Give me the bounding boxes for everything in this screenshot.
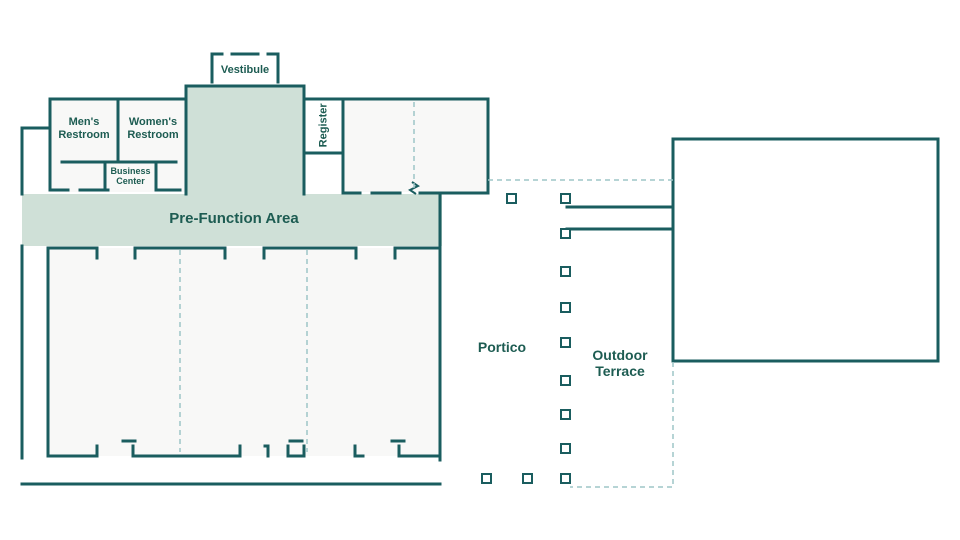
vestibule-label: Vestibule [220, 64, 270, 76]
outdoor-terrace-label: Outdoor Terrace [592, 347, 648, 380]
pre-function-label: Pre-Function Area [169, 210, 299, 227]
pre-function-shade [22, 194, 442, 246]
column [560, 443, 571, 454]
mens-restroom-label: Men's Restroom [58, 116, 110, 141]
column [506, 193, 517, 204]
ballroom-bottom-wall [46, 444, 442, 458]
column [522, 473, 533, 484]
womens-restroom-label: Women's Restroom [127, 116, 179, 141]
column [560, 193, 571, 204]
column [560, 409, 571, 420]
ballroom-floor [48, 248, 440, 456]
vestibule-wall [210, 52, 280, 84]
business-center-label: Business Center [110, 166, 151, 187]
column [560, 473, 571, 484]
column [560, 228, 571, 239]
right-rooms-floor [345, 100, 487, 192]
portico-outline [488, 179, 674, 488]
register-box [302, 98, 345, 195]
column [560, 266, 571, 277]
far-left-wall [20, 126, 50, 196]
connector-walls [565, 205, 675, 231]
column [560, 375, 571, 386]
column [481, 473, 492, 484]
ballroom-top-wall [46, 246, 442, 260]
column [560, 337, 571, 348]
east-building [671, 137, 940, 363]
column [560, 302, 571, 313]
register-label: Register [317, 103, 330, 148]
lobby-shade [186, 86, 304, 196]
portico-label: Portico [477, 339, 527, 355]
